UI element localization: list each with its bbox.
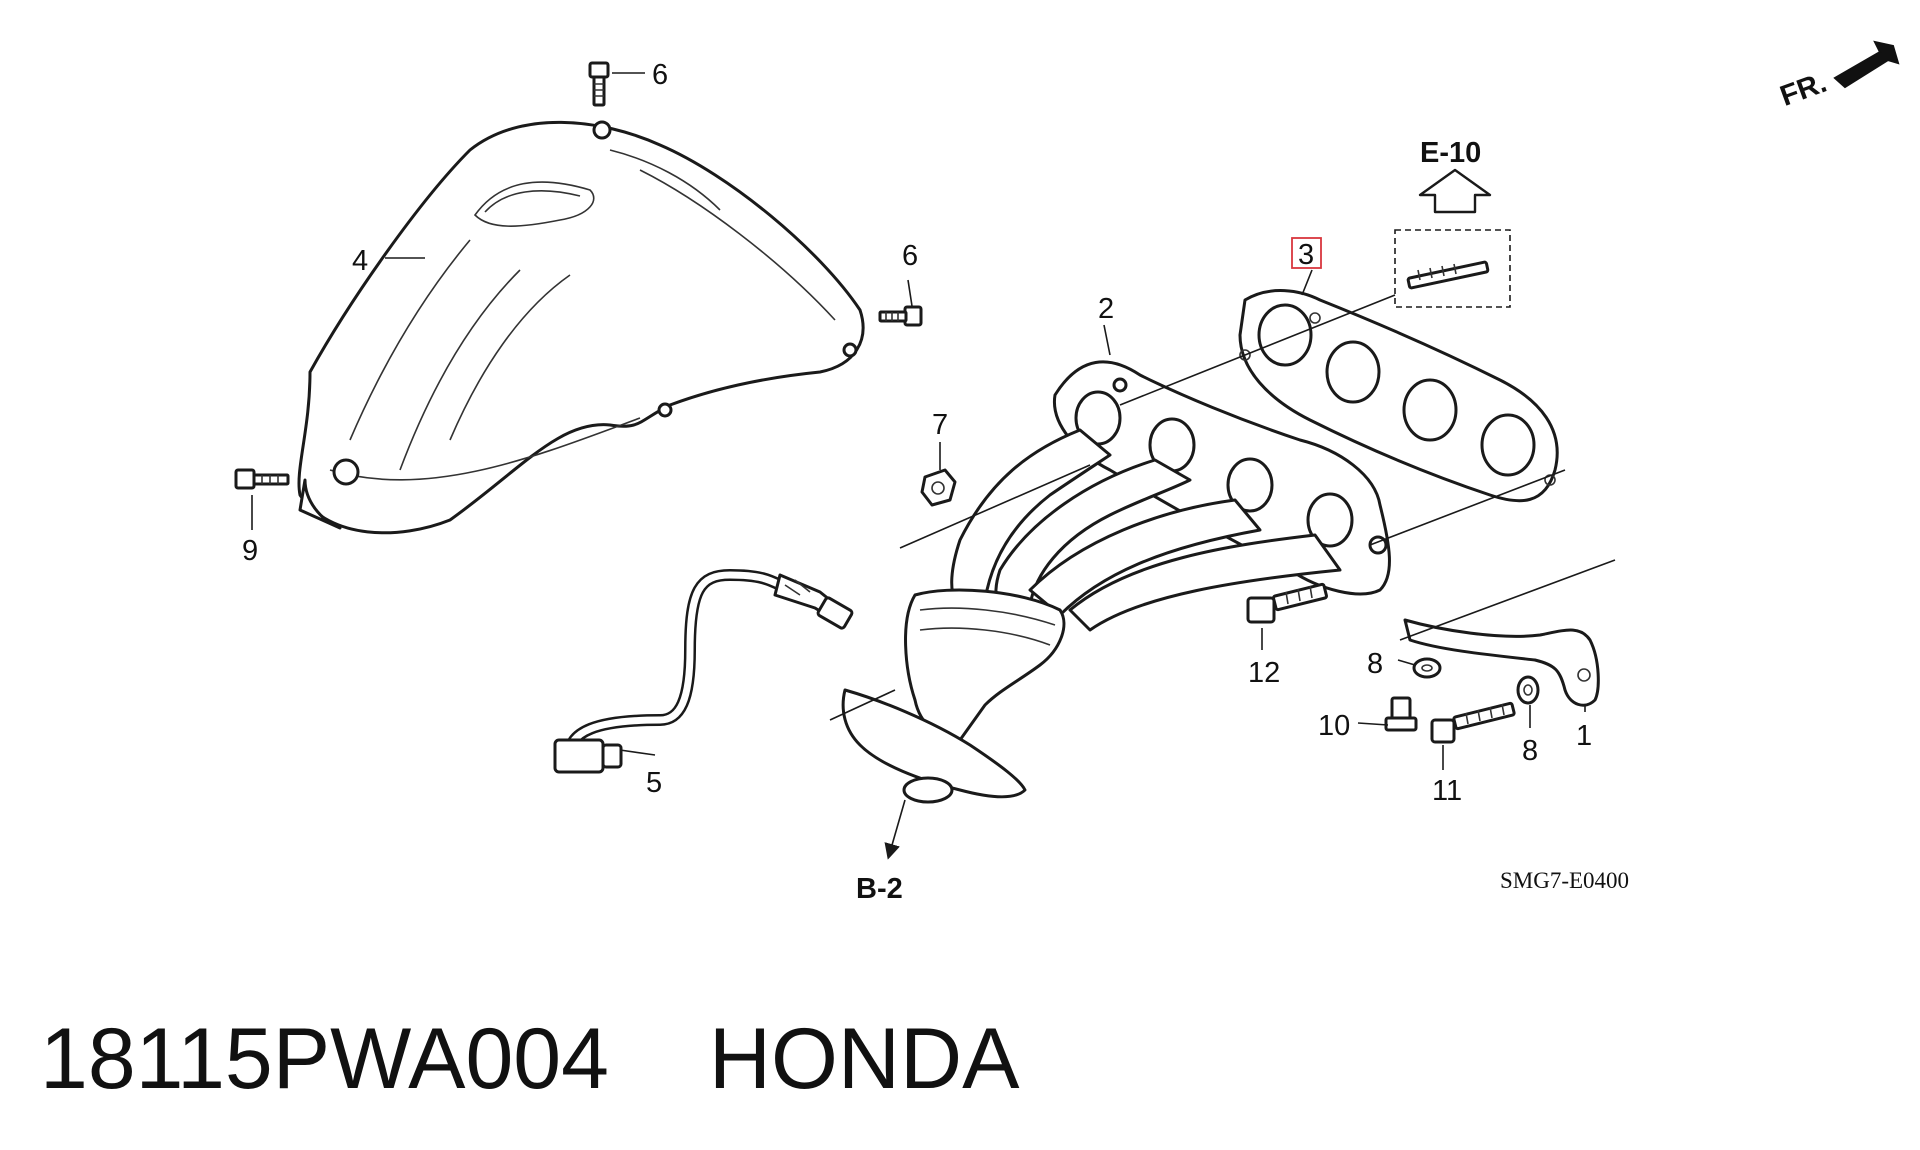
part-number: 18115PWA004 xyxy=(40,1011,609,1107)
callout-2: 2 xyxy=(1098,293,1114,325)
callout-6-top: 6 xyxy=(652,59,668,91)
brand-name: HONDA xyxy=(708,1011,1020,1107)
heat-shield-part xyxy=(297,120,865,535)
bolt-9 xyxy=(234,468,290,490)
callout-8-right: 8 xyxy=(1522,735,1538,767)
callout-8-left: 8 xyxy=(1367,648,1383,680)
bolt-10 xyxy=(1384,696,1418,732)
washer-8-right xyxy=(1516,675,1540,705)
bolt-6-right xyxy=(878,305,923,327)
callout-4: 4 xyxy=(352,245,368,277)
callout-6-right: 6 xyxy=(902,240,918,272)
callout-10: 10 xyxy=(1318,710,1350,742)
callout-7: 7 xyxy=(932,409,948,441)
callout-12: 12 xyxy=(1248,657,1280,689)
section-up-arrow xyxy=(1418,168,1492,214)
stud-reference-box xyxy=(1394,229,1511,308)
nut-7 xyxy=(920,468,957,507)
callout-3: 3 xyxy=(1298,239,1314,271)
part-caption: 18115PWA004 HONDA xyxy=(40,1010,1019,1109)
bolt-6-top xyxy=(588,61,610,107)
bolt-11 xyxy=(1430,701,1516,744)
oxygen-sensor-part xyxy=(553,569,854,774)
callout-11: 11 xyxy=(1432,775,1462,807)
section-ref-down: B-2 xyxy=(856,873,903,905)
callout-5: 5 xyxy=(646,767,662,799)
front-direction-marker: FR. xyxy=(1776,40,1900,113)
section-ref-up: E-10 xyxy=(1420,137,1481,169)
washer-8-left xyxy=(1412,657,1442,679)
callout-9: 9 xyxy=(242,535,258,567)
bolt-12 xyxy=(1246,582,1328,624)
exhaust-manifold-part xyxy=(841,360,1391,804)
diagram-code: SMG7-E0400 xyxy=(1500,868,1629,893)
highlight-box xyxy=(1291,237,1322,269)
bracket-part xyxy=(1403,618,1600,707)
callout-1: 1 xyxy=(1576,720,1592,752)
front-label: FR. xyxy=(1776,67,1831,113)
gasket-part xyxy=(1238,289,1559,503)
